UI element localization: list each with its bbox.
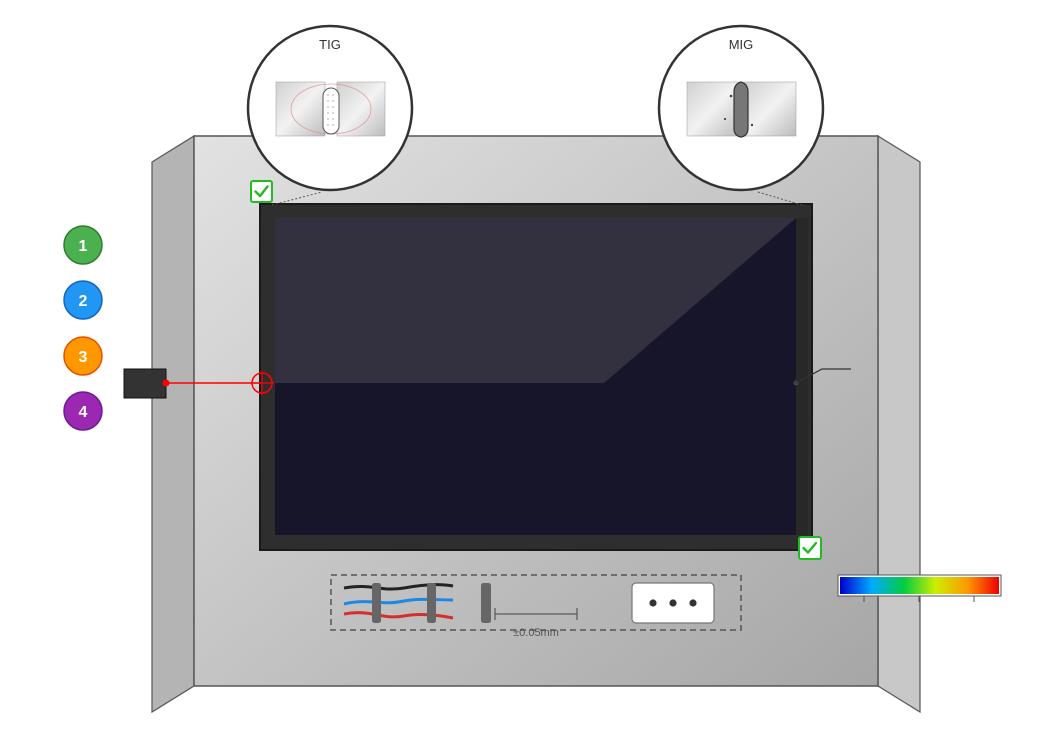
mig-spatter — [723, 117, 727, 121]
check-top-left-icon — [250, 180, 273, 203]
screen-glare — [275, 218, 796, 383]
wire-clamp — [372, 583, 381, 623]
screen-edge-right — [796, 218, 808, 535]
step-1-label: 1 — [79, 238, 88, 255]
black-wire — [343, 583, 454, 591]
left-side-panel — [151, 134, 195, 714]
mig-magnifier-connector — [757, 191, 806, 207]
tig-weld-bead — [322, 87, 340, 135]
mig-label: MIG — [729, 37, 754, 52]
mig-plate-right — [743, 81, 797, 137]
step-3-label: 3 — [79, 349, 88, 366]
laser-sensor — [123, 368, 167, 399]
tool-tray: ±0.05mm — [330, 574, 742, 639]
check-bottom-right-icon — [798, 536, 822, 560]
right-side-panel — [877, 134, 921, 714]
mig-magnifier: MIG — [657, 24, 825, 192]
tig-plate-right — [336, 81, 386, 137]
tig-plate-left — [275, 81, 326, 137]
step-2-label: 2 — [79, 293, 88, 310]
step-4-label: 4 — [79, 404, 88, 421]
blue-wire — [343, 597, 454, 606]
mig-weld-bead — [733, 81, 749, 138]
tolerance-label: ±0.05mm — [513, 627, 559, 639]
step-2-badge: 2 — [63, 280, 103, 320]
step-1-badge: 1 — [63, 225, 103, 265]
wire-clamp — [427, 583, 436, 623]
mig-plate-left — [686, 81, 740, 137]
step-4-badge: 4 — [63, 391, 103, 431]
laser-target-crosshair-icon — [250, 371, 274, 395]
mig-spatter — [729, 94, 733, 98]
tig-magnifier: TIG — [246, 24, 414, 192]
tig-magnifier-connector — [271, 191, 323, 206]
gauge-pin — [481, 583, 491, 623]
red-wire — [343, 611, 454, 620]
laser-emitter-dot — [162, 379, 170, 387]
mig-spatter — [750, 123, 754, 127]
connector-leader-line — [795, 368, 851, 384]
color-scale-legend — [837, 574, 1002, 602]
tig-label: TIG — [319, 37, 341, 52]
tolerance-dimension — [494, 608, 578, 620]
ellipsis-icon — [649, 599, 697, 607]
step-3-badge: 3 — [63, 336, 103, 376]
